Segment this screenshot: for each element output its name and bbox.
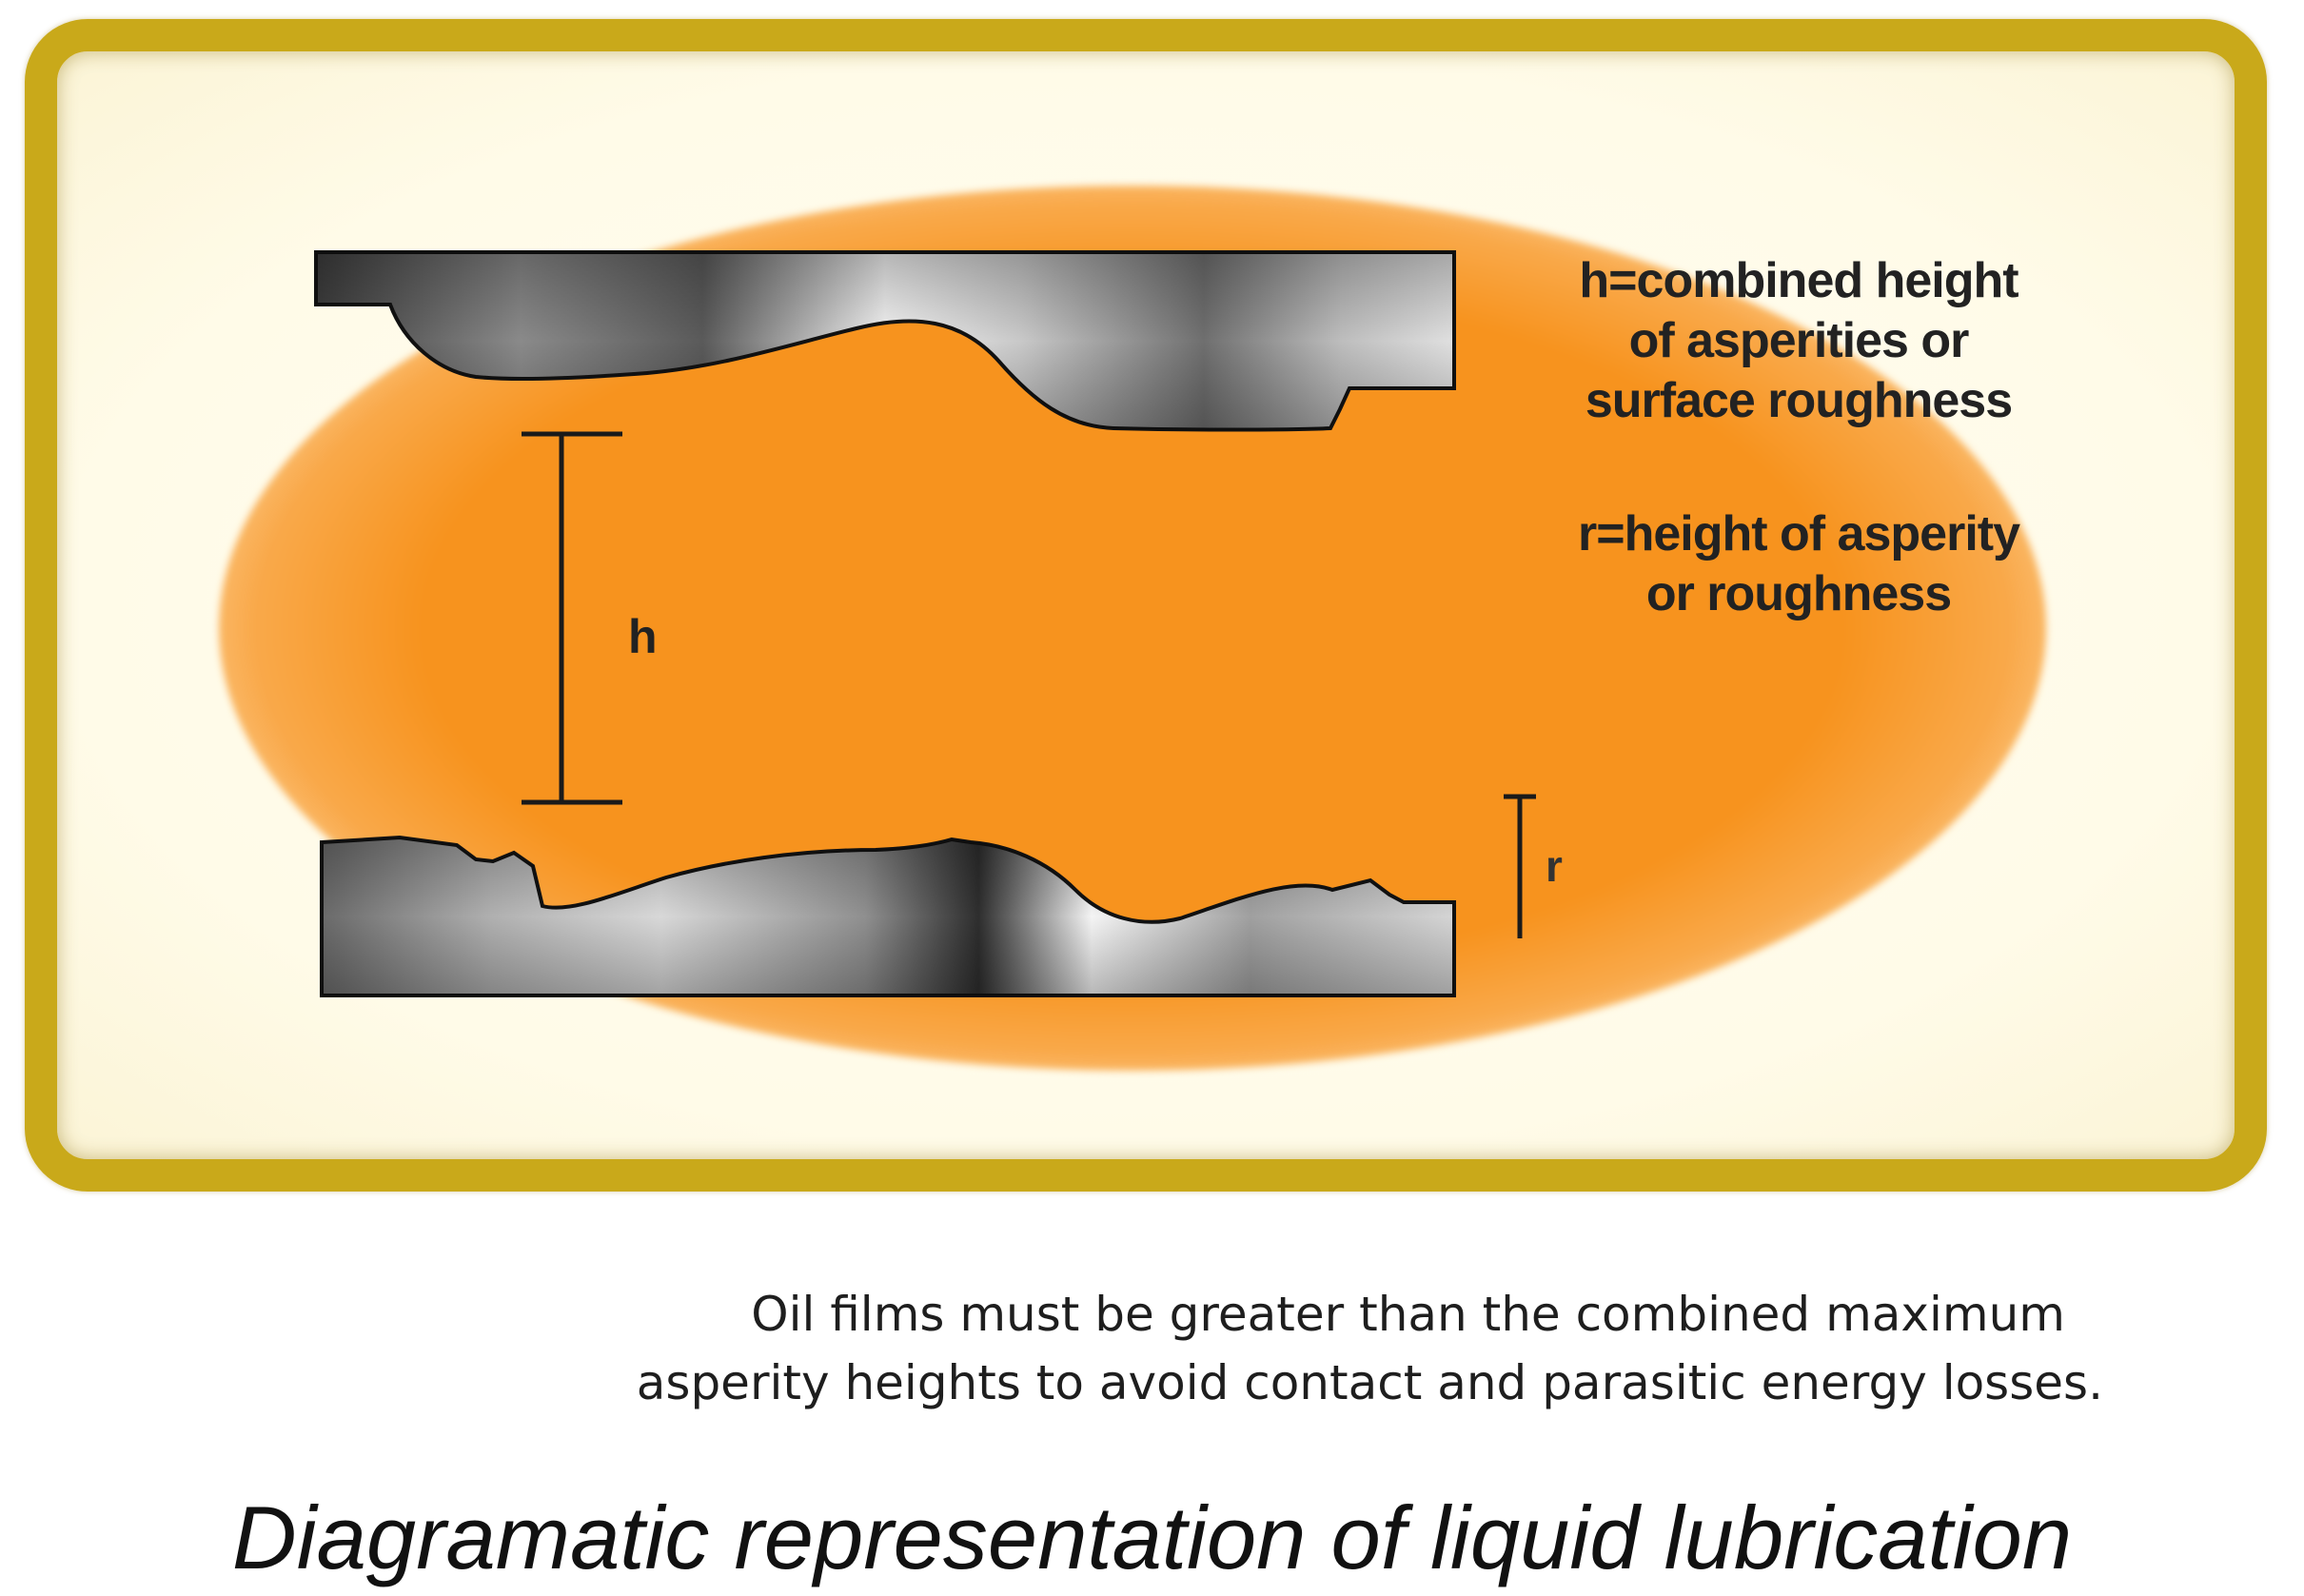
- h-symbol-label: h: [628, 610, 658, 663]
- r-symbol-label: r: [1546, 841, 1563, 891]
- r-definition-line: or roughness: [1645, 566, 1952, 621]
- note-line: asperity heights to avoid contact and pa…: [636, 1355, 2103, 1410]
- bottom-metal-surface: [320, 835, 1456, 997]
- h-definition-line: h=combined height: [1579, 253, 2018, 308]
- note-line: Oil films must be greater than the combi…: [751, 1287, 2065, 1342]
- h-definition-label: h=combined height of asperities or surfa…: [1485, 251, 2113, 431]
- r-definition-label: r=height of asperity or roughness: [1485, 504, 2113, 624]
- h-definition-line: surface roughness: [1585, 373, 2013, 428]
- h-definition-line: of asperities or: [1628, 313, 1970, 368]
- h-dimension-marker: [522, 431, 622, 805]
- figure-caption: Diagramatic representation of liquid lub…: [231, 1488, 2073, 1587]
- r-dimension-marker: [1504, 794, 1536, 938]
- r-definition-line: r=height of asperity: [1578, 506, 2020, 562]
- top-metal-surface: [314, 250, 1456, 432]
- explanatory-note: Oil films must be greater than the combi…: [314, 1280, 2103, 1417]
